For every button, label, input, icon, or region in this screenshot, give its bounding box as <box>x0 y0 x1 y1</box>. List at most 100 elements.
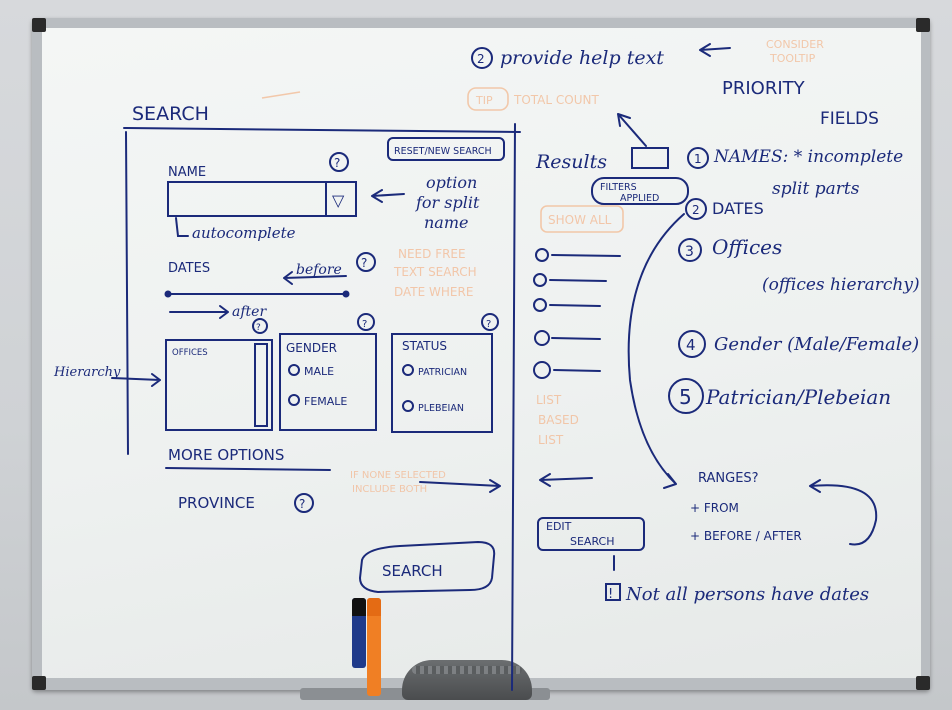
faint-show-all: SHOW ALL <box>548 213 612 227</box>
priority-number-circle <box>678 238 702 262</box>
frame-corner <box>32 676 46 690</box>
ranges-before-after: + BEFORE / AFTER <box>690 529 802 543</box>
faint-consider: CONSIDER <box>766 38 824 51</box>
priority-item-offices-hierarchy: (offices hierarchy) <box>762 275 920 295</box>
result-row[interactable] <box>533 273 607 287</box>
panel-divider-line <box>511 123 516 691</box>
if-none-arrow <box>419 479 501 493</box>
priority-number-circle <box>685 198 707 220</box>
faint-tip: TIP <box>475 94 493 107</box>
edit-search-line1: EDIT <box>546 520 572 533</box>
before-arrow <box>283 271 347 285</box>
priority-title-2: FIELDS <box>820 109 879 129</box>
slider-handle-start[interactable] <box>164 290 172 298</box>
faint-notes: CONSIDER TOOLTIP TIP TOTAL COUNT SHOW AL… <box>261 38 824 495</box>
after-note: after <box>232 304 267 320</box>
dropdown-icon[interactable]: ▽ <box>332 191 345 210</box>
slider-handle-end[interactable] <box>342 290 350 298</box>
priority-item-offices: Offices <box>712 235 782 259</box>
panel-left-line <box>125 131 129 455</box>
help-text-number: 2 <box>477 52 485 66</box>
priority-number-circle <box>687 147 709 169</box>
help-text-arrow <box>699 43 731 57</box>
faint-tip-box <box>467 87 509 111</box>
edit-search-button[interactable]: EDIT SEARCH <box>537 517 645 551</box>
status-option-plebeian: PLEBEIAN <box>418 403 464 414</box>
status-radio-patrician[interactable] <box>402 364 414 376</box>
results-count-box <box>631 147 669 169</box>
province-label: PROVINCE <box>178 494 255 512</box>
offices-scrollbar[interactable] <box>254 343 268 427</box>
filters-applied-line2: APPLIED <box>620 193 659 204</box>
search-title: SEARCH <box>132 103 209 125</box>
after-arrow <box>169 305 229 319</box>
frame-corner <box>32 18 46 32</box>
panel-top-line <box>123 127 521 133</box>
name-label: NAME <box>168 165 206 180</box>
filters-applied-line1: FILTERS <box>600 182 637 193</box>
whiteboard-eraser <box>402 660 532 700</box>
faint-total-count: TOTAL COUNT <box>513 93 599 107</box>
ranges-from: + FROM <box>690 501 739 515</box>
gender-radio-female[interactable] <box>288 394 300 406</box>
priority-item-gender: Gender (Male/Female) <box>714 334 919 355</box>
split-name-note-3: name <box>424 213 468 232</box>
dates-label: DATES <box>168 261 210 276</box>
priority-number: 1 <box>694 152 702 166</box>
more-options[interactable]: MORE OPTIONS <box>168 446 284 464</box>
gender-help-circle <box>357 313 375 331</box>
faint-show-all-box <box>540 205 624 233</box>
reset-button[interactable]: RESET/NEW SEARCH <box>387 137 505 161</box>
result-row[interactable] <box>534 330 601 346</box>
priority-number: 2 <box>692 203 700 217</box>
gender-option-male: MALE <box>304 365 334 378</box>
filters-applied-badge[interactable]: FILTERS APPLIED <box>591 177 689 205</box>
frame-corner <box>916 18 930 32</box>
name-help-icon: ? <box>334 156 340 170</box>
note-bullet: ! <box>608 587 613 602</box>
gender-label: GENDER <box>286 341 337 355</box>
ranges-loop-arrow <box>809 479 878 546</box>
faint-list-2: LIST <box>538 433 564 447</box>
hierarchy-arrow <box>111 373 161 387</box>
ranges-label: RANGES? <box>698 471 759 486</box>
status-radio-plebeian[interactable] <box>402 400 414 412</box>
faint-text-search: TEXT SEARCH <box>393 265 477 279</box>
priority-number: 4 <box>686 336 696 354</box>
status-group <box>391 333 493 433</box>
faint-based: BASED <box>538 413 579 427</box>
help-text-note: provide help text <box>500 47 664 69</box>
split-name-arrow <box>371 189 405 203</box>
split-name-note-1: option <box>426 173 477 192</box>
province-help-icon: ? <box>299 497 305 511</box>
help-text-number-circle <box>471 47 493 69</box>
faint-include-both: INCLUDE BOTH <box>352 484 427 495</box>
faint-list: LIST <box>536 393 562 407</box>
priority-item-names: NAMES: * incomplete <box>713 147 903 167</box>
search-button[interactable]: SEARCH <box>358 540 496 594</box>
gender-option-female: FEMALE <box>304 395 347 408</box>
autocomplete-note: autocomplete <box>192 224 296 242</box>
edit-search-arrow <box>539 473 593 487</box>
priority-item-status: Patrician/Plebeian <box>705 385 891 409</box>
result-row[interactable] <box>533 298 601 312</box>
dates-note: Not all persons have dates <box>625 584 869 605</box>
gender-group <box>279 333 377 431</box>
offices-label: OFFICES <box>172 348 208 358</box>
name-help-circle <box>329 152 349 172</box>
frame-corner <box>916 676 930 690</box>
priority-title: PRIORITY <box>722 78 806 99</box>
result-row[interactable] <box>533 361 601 379</box>
offices-listbox[interactable] <box>165 339 273 431</box>
name-input[interactable] <box>167 181 357 217</box>
results-label: Results <box>535 151 607 173</box>
dates-help-icon: ? <box>361 256 367 270</box>
reset-button-label: RESET/NEW SEARCH <box>394 146 492 157</box>
search-button-label: SEARCH <box>382 562 443 580</box>
result-row[interactable] <box>535 248 621 262</box>
gender-radio-male[interactable] <box>288 364 300 376</box>
dates-to-ranges-arrow <box>627 213 685 489</box>
offices-help-circle <box>252 318 268 334</box>
note-bullet-box <box>605 583 621 601</box>
gender-help-icon: ? <box>362 319 367 330</box>
